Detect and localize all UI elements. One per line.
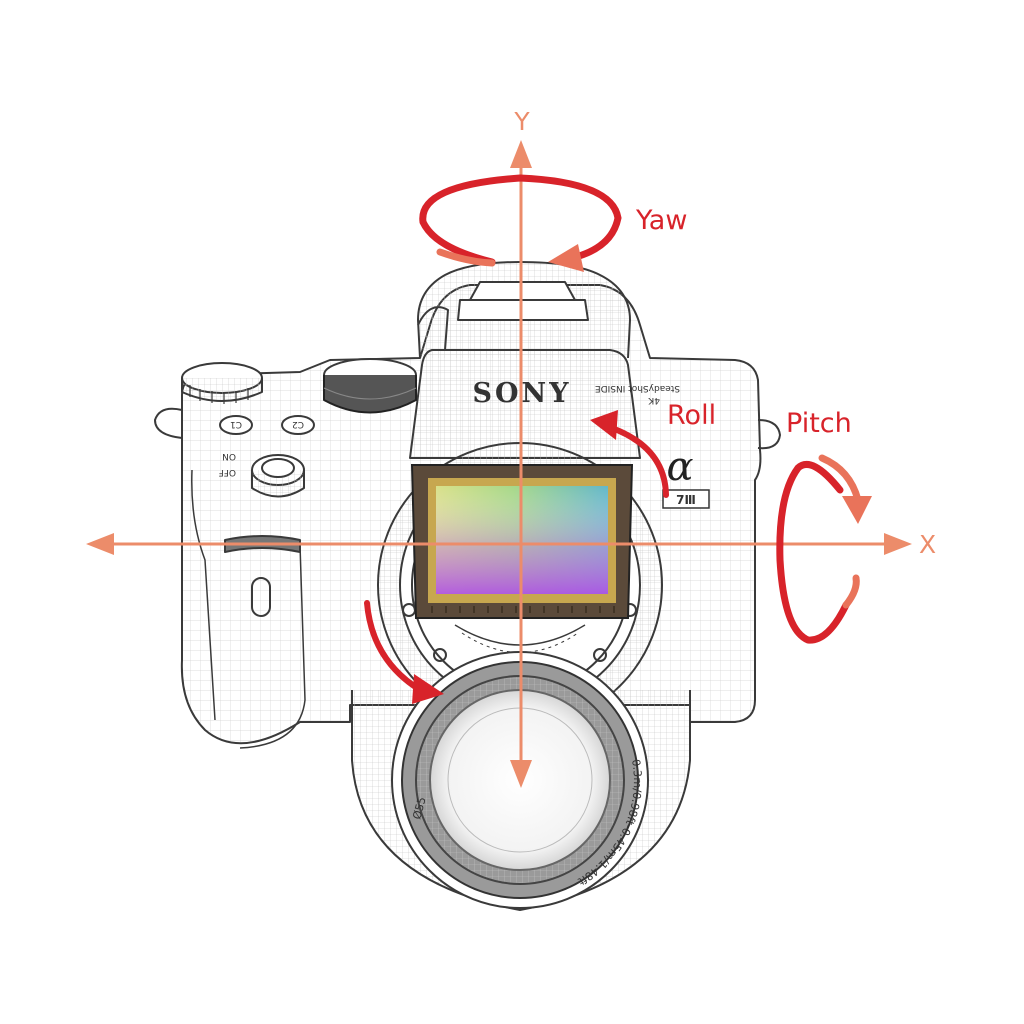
y-axis-label: Y <box>513 107 530 136</box>
strap-lug-left <box>154 407 183 439</box>
dial-on-label: ON <box>222 451 236 461</box>
button-c1 <box>219 415 253 435</box>
button-c2 <box>281 415 315 435</box>
dial-off-label: OFF <box>219 467 236 477</box>
side-text-4k: 4K <box>647 395 660 405</box>
exposure-dial <box>323 358 417 414</box>
sensor-pins <box>431 606 615 613</box>
pitch-label: Pitch <box>786 408 852 439</box>
hot-shoe <box>457 281 589 321</box>
eyecup-left <box>417 306 449 351</box>
roll-rotation-arrow-icon <box>364 410 669 704</box>
button-c1-label: C1 <box>230 419 242 429</box>
shutter-button <box>251 454 305 498</box>
camera-grip <box>191 469 306 749</box>
x-axis-arrow-left-icon <box>86 533 114 555</box>
model-symbol: α <box>666 444 693 490</box>
x-axis-label: X <box>919 530 936 559</box>
model-badge <box>662 489 710 509</box>
side-text-steadyshot: SteadyShot INSIDE <box>595 383 680 393</box>
y-axis-arrow-top-icon <box>510 140 532 168</box>
strap-lug-right <box>757 419 781 450</box>
model-badge-text: 7Ⅲ <box>676 493 696 507</box>
image-sensor <box>410 464 634 619</box>
lens-filter-size: Ø55 <box>410 796 428 821</box>
pitch-rotation-arrow-icon <box>776 454 872 644</box>
mode-dial <box>181 362 263 404</box>
y-axis-arrow-bottom-icon <box>510 760 532 788</box>
axes <box>86 140 912 788</box>
front-prism-plate <box>409 349 641 459</box>
grip-slot <box>251 577 271 617</box>
x-axis-arrow-right-icon <box>884 533 912 555</box>
yaw-label: Yaw <box>635 205 687 236</box>
roll-label: Roll <box>667 400 716 431</box>
yaw-rotation-arrow-icon <box>419 174 622 272</box>
button-c2-label: C2 <box>292 419 304 429</box>
